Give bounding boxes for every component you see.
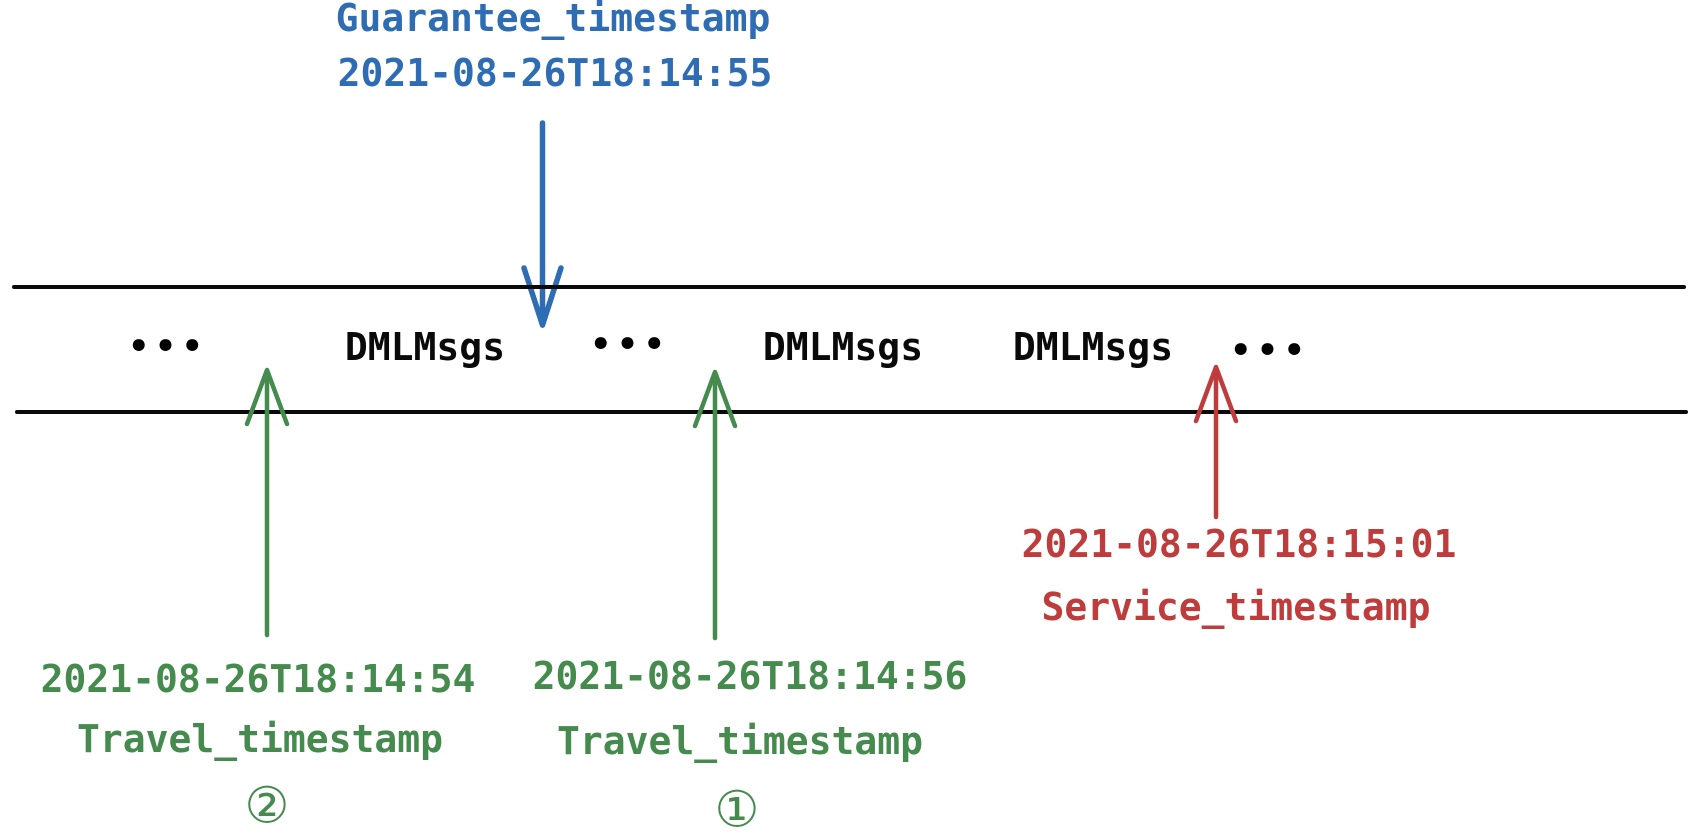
guarantee-down-arrow-icon bbox=[521, 120, 564, 328]
travel-mid-marker-circled-1: ① bbox=[714, 780, 760, 838]
service-title: Service_timestamp bbox=[1041, 585, 1431, 630]
stream-segment-dmlmsgs-1: DMLMsgs bbox=[344, 325, 506, 370]
travel-left-title: Travel_timestamp bbox=[76, 717, 444, 762]
stream-ellipsis-2: ••• bbox=[589, 324, 671, 365]
service-up-arrow-icon bbox=[1193, 364, 1239, 520]
stream-upper-line bbox=[12, 285, 1686, 289]
stream-ellipsis-3: ••• bbox=[1229, 330, 1311, 371]
travel-mid-title: Travel_timestamp bbox=[556, 719, 924, 764]
stream-segment-dmlmsgs-2: DMLMsgs bbox=[762, 325, 924, 370]
service-timestamp: 2021-08-26T18:15:01 bbox=[1021, 522, 1457, 567]
guarantee-label-timestamp: 2021-08-26T18:14:55 bbox=[337, 51, 773, 96]
travel-left-timestamp: 2021-08-26T18:14:54 bbox=[40, 657, 476, 702]
stream-lower-line bbox=[15, 410, 1688, 414]
travel-mid-up-arrow-icon bbox=[692, 369, 738, 641]
travel-mid-timestamp: 2021-08-26T18:14:56 bbox=[532, 654, 968, 699]
guarantee-label-title: Guarantee_timestamp bbox=[335, 0, 771, 41]
stream-ellipsis-1: ••• bbox=[127, 326, 209, 367]
travel-left-marker-circled-2: ② bbox=[244, 776, 290, 835]
stream-segment-dmlmsgs-3: DMLMsgs bbox=[1012, 325, 1174, 370]
travel-left-up-arrow-icon bbox=[244, 367, 290, 638]
